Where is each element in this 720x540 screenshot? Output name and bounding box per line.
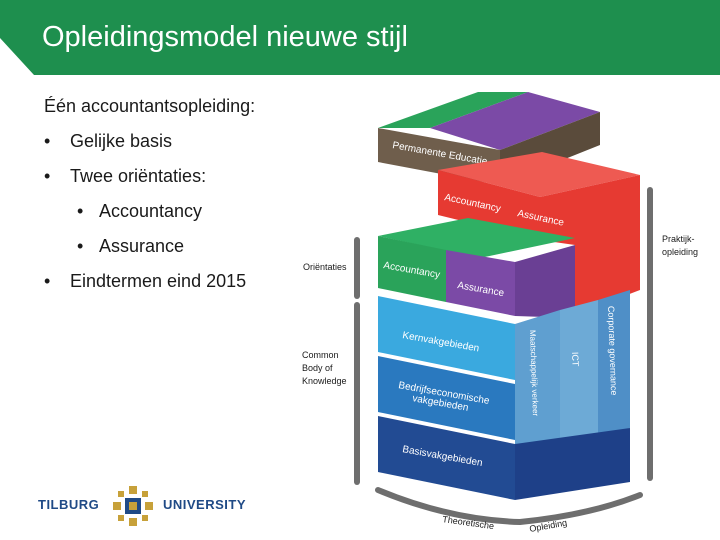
bullet-glyph: • (44, 131, 51, 151)
side-label-cbk-line3: Knowledge (302, 376, 347, 386)
bullet-text: Twee oriëntaties: (70, 166, 207, 186)
side-maatschappelijk (515, 310, 560, 448)
bullet-glyph: • (77, 201, 84, 221)
bullet-item: • Eindtermen eind 2015 (44, 271, 255, 291)
title-bar: Opleidingsmodel nieuwe stijl (0, 0, 720, 75)
side-label-ict: ICT (570, 352, 581, 367)
bullet-item: • Gelijke basis (44, 131, 255, 151)
bullet-glyph: • (44, 271, 51, 291)
bullet-glyph: • (77, 236, 84, 256)
bullet-list: • Gelijke basis • Twee oriëntaties: • Accou… (44, 131, 255, 291)
bullet-text: Assurance (99, 236, 185, 256)
pe-top-purple (430, 92, 600, 150)
side-label-governance: Corporate governance (606, 306, 619, 396)
orientation-top (378, 218, 575, 258)
side-basis (515, 428, 630, 500)
side-ict (560, 300, 598, 448)
orientation-assurance (446, 250, 515, 316)
logo-emblem-icon (113, 486, 153, 526)
pe-red-top (438, 152, 640, 197)
side-label-cbk-line1: Common (302, 350, 339, 360)
logo-word-left: TILBURG (38, 497, 100, 512)
side-label-orientaties: Oriëntaties (303, 262, 347, 272)
title-bar-notch (0, 38, 34, 75)
orientation-side (515, 245, 575, 318)
intro-text: Één accountantsopleiding: (44, 96, 256, 116)
basis-front (378, 416, 515, 500)
bullet-text: Accountancy (99, 201, 203, 221)
slide-title: Opleidingsmodel nieuwe stijl (42, 21, 408, 53)
business-front (378, 356, 515, 440)
bullet-item: • Twee oriëntaties: (44, 166, 255, 186)
sub-bullet-item: • Assurance (44, 236, 255, 256)
core-front (378, 296, 515, 380)
logo-word-right: UNIVERSITY (163, 497, 247, 512)
pe-red-front (438, 170, 540, 240)
pe-top-green (378, 92, 528, 128)
pe-red-side (540, 175, 640, 315)
theoretical-bracket (375, 487, 643, 526)
bullet-text: Eindtermen eind 2015 (70, 271, 247, 291)
side-label-praktijk-line2: opleiding (662, 247, 698, 257)
education-model-diagram: Permanente Educatie Accountancy Assuranc… (302, 92, 698, 534)
orientation-accountancy (378, 236, 446, 302)
bullet-text: Gelijke basis (70, 131, 173, 151)
side-label-cbk-line2: Body of (302, 363, 333, 373)
sub-bullet-item: • Accountancy (44, 201, 255, 221)
slide-content: Één accountantsopleiding: • Gelijke basis… (44, 96, 255, 306)
tilburg-university-logo: TILBURG UNIVERSITY (38, 484, 246, 528)
side-governance (598, 290, 630, 438)
bullet-glyph: • (44, 166, 51, 186)
side-label-praktijk-line1: Praktijk- (662, 234, 695, 244)
side-label-maatschappelijk: Maatschappelijk verkeer (528, 330, 540, 417)
